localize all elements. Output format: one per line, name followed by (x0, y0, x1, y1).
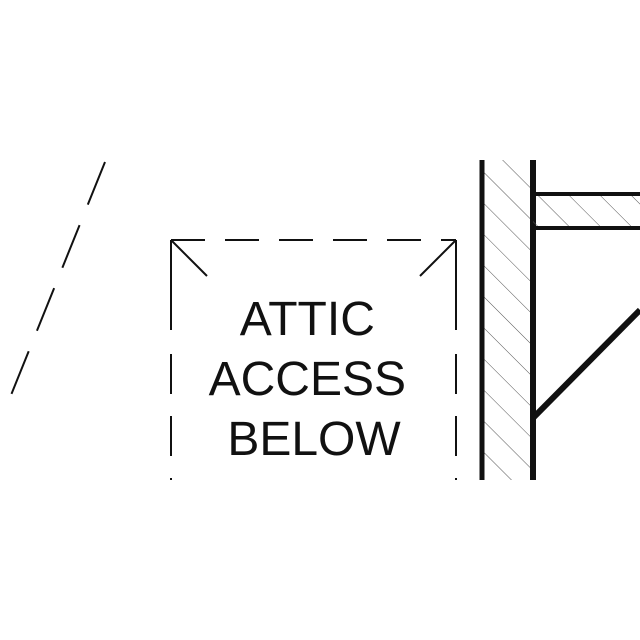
hatched-wall-fill (482, 160, 532, 480)
hatched-beam-fill (533, 194, 640, 228)
label-line-2: ACCESS (209, 353, 406, 406)
hatch-corner-tick-right (419, 239, 457, 277)
attic-access-label: ATTIC ACCESS BELOW (209, 293, 420, 466)
label-line-3: BELOW (227, 413, 401, 466)
attic-access-hatch (170, 239, 457, 480)
dashed-diagonal-line (4, 161, 106, 411)
hatch-corner-tick-left (170, 239, 208, 277)
label-line-1: ATTIC (240, 293, 375, 346)
diagonal-brace-line (530, 307, 640, 421)
